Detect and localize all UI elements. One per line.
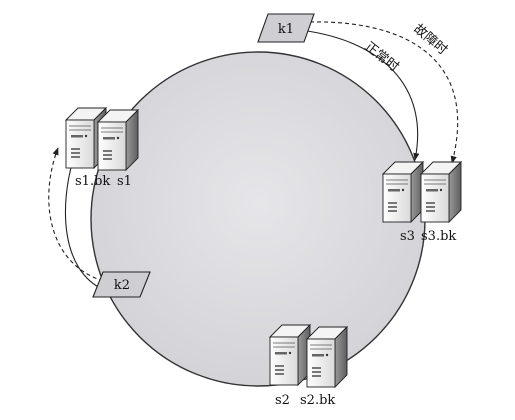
server-s2-backup-icon [306, 326, 348, 388]
key-k2: k2 [92, 271, 151, 298]
server-s1-label: s1 [117, 174, 132, 189]
key-k2-shape [92, 271, 151, 298]
server-s3-backup-label: s3.bk [421, 229, 456, 244]
failure-path-arrow [309, 21, 459, 164]
key-k1-label: k1 [278, 22, 294, 37]
server-group-s2: s2 s2.bk [269, 324, 348, 408]
server-s3-label: s3 [400, 229, 415, 244]
server-s1-icon [97, 109, 139, 171]
key-k1-shape [257, 13, 315, 43]
normal-annotation: 正常时 [362, 39, 402, 75]
server-s2-backup-label: s2.bk [300, 393, 335, 408]
key-k1: k1 [257, 13, 315, 43]
server-s3-backup-icon [420, 161, 462, 223]
server-group-s1: s1.bk s1 [65, 107, 139, 189]
k2-normal-arrow [64, 159, 105, 291]
failure-annotation: 故障时 [410, 22, 450, 59]
k2-failure-arrow [48, 147, 104, 282]
server-s1-backup-label: s1.bk [75, 174, 110, 189]
hash-ring [90, 51, 426, 387]
server-s2-icon [269, 324, 311, 386]
normal-path-arrow [299, 29, 420, 161]
key-k2-label: k2 [114, 278, 130, 293]
server-s3-icon [382, 161, 424, 223]
server-s2-label: s2 [275, 393, 290, 408]
server-group-s3: s3 s3.bk [382, 161, 462, 244]
